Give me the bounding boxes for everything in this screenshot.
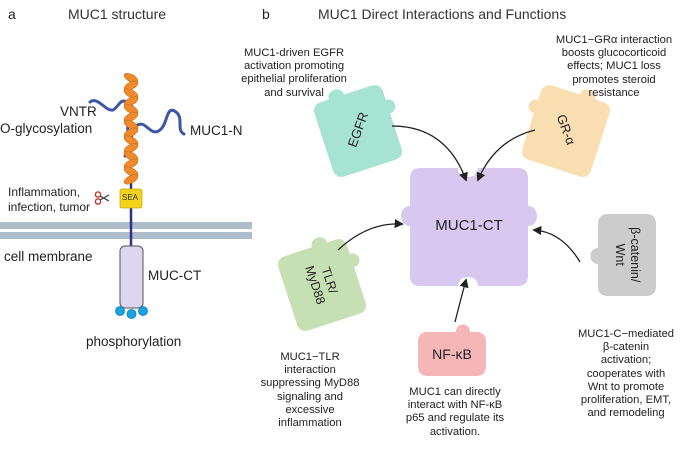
vntr-label: VNTR — [60, 104, 97, 119]
sea-domain — [119, 188, 143, 209]
arrow-egfr — [391, 125, 468, 182]
phospho-dot-3 — [138, 306, 148, 316]
helix-segment — [123, 166, 139, 177]
egfr-caption-line-4: and survival — [264, 86, 324, 99]
nfkb-caption-line-3: p65 and regulate its — [405, 412, 505, 425]
cytoplasmic-tail-box — [119, 245, 144, 309]
tlr-myd88-piece — [278, 237, 366, 331]
gr-alpha-caption: MUC1−GRα interaction boosts glucocortico… — [546, 34, 682, 100]
oglyco-label: O-glycosylation — [0, 121, 93, 136]
muc-ct-label: MUC-CT — [148, 268, 202, 283]
arrow-tlr — [337, 219, 404, 251]
scissors-icon — [94, 191, 110, 205]
phospho-dot-1 — [115, 306, 125, 316]
helix-segment — [123, 135, 139, 146]
beta-catenin-caption-line-7: and remodeling — [587, 407, 665, 420]
beta-catenin-caption-line-3: activation; — [600, 354, 652, 367]
beta-catenin-caption-line-6: proliferation, EMT, — [580, 394, 672, 407]
panel-b-title: MUC1 Direct Interactions and Functions — [318, 6, 567, 22]
arrow-nfkb — [454, 278, 469, 323]
muc1n-label: MUC1-N — [190, 123, 243, 138]
tlr-caption-line-3: suppressing MyD88 — [260, 377, 360, 390]
muc1-ct-puzzle — [401, 168, 537, 286]
membrane-layer-top — [0, 222, 252, 229]
gr-alpha-caption-line-3: effects; MUC1 loss — [567, 60, 661, 73]
arrow-beta-catenin — [532, 225, 581, 263]
egfr-piece — [314, 85, 402, 177]
panel-b-letter: b — [262, 6, 270, 22]
beta-catenin-label-line-1: β-catenin/ — [627, 227, 642, 283]
gr-alpha-caption-line-2: boosts glucocorticoid — [561, 47, 667, 60]
helix-segment — [123, 88, 139, 99]
tlr-caption-line-1: MUC1−TLR — [280, 351, 340, 363]
egfr-caption: MUC1-driven EGFR activation promoting ep… — [224, 47, 364, 100]
beta-catenin-caption-line-5: Wnt to promote — [587, 380, 665, 393]
beta-catenin-caption: MUC1-C−mediated β-catenin activation; co… — [570, 328, 682, 421]
beta-catenin-caption-line-2: β-catenin — [602, 341, 650, 354]
helix-segment — [123, 119, 139, 130]
nfkb-caption-line-1: MUC1 can directly — [409, 386, 501, 398]
tlr-caption-line-5: excessive — [285, 403, 335, 416]
helix-segment — [123, 96, 139, 107]
gr-alpha-caption-line-4: promotes steroid — [572, 73, 656, 86]
egfr-caption-line-3: epithelial proliferation — [241, 73, 347, 86]
panel-a-title: MUC1 structure — [68, 6, 167, 22]
membrane-layer-bottom — [0, 232, 252, 239]
helix-segment — [123, 72, 139, 84]
phosphorylation-label: phosphorylation — [86, 334, 182, 349]
cell-membrane-label: cell membrane — [4, 249, 93, 264]
gr-alpha-caption-line-5: resistance — [588, 86, 640, 99]
helix-segment — [123, 104, 139, 115]
arrow-gr-alpha — [476, 129, 536, 182]
egfr-caption-line-2: activation promoting — [243, 60, 345, 73]
helix-segment — [123, 111, 139, 123]
helix-segment — [123, 127, 139, 138]
infection-tumor-label: infection, tumor — [8, 200, 91, 214]
nfkb-label: NF-κB — [432, 346, 472, 362]
tlr-caption-line-4: signaling and — [277, 390, 343, 403]
vntr-helix — [123, 72, 139, 185]
beta-catenin-wnt-piece — [590, 214, 656, 296]
egfr-caption-line-1: MUC1-driven EGFR — [243, 47, 345, 59]
panel-a-letter: a — [8, 6, 16, 22]
helix-segment — [123, 143, 139, 154]
gr-alpha-piece — [522, 85, 610, 177]
nfkb-caption-line-4: activation. — [429, 425, 481, 438]
tlr-caption-line-2: interaction — [284, 364, 336, 377]
helix-segment — [123, 158, 139, 169]
beta-catenin-caption-line-4: cooperates with — [586, 367, 666, 380]
tlr-caption: MUC1−TLR interaction suppressing MyD88 s… — [250, 351, 370, 430]
beta-catenin-caption-line-1: MUC1-C−mediated — [577, 328, 675, 340]
gr-alpha-caption-line-1: MUC1−GRα interaction — [555, 34, 673, 46]
inflammation-label: Inflammation, — [8, 185, 81, 199]
phospho-dot-2 — [126, 309, 137, 319]
beta-catenin-label-line-2: Wnt — [613, 243, 627, 266]
sea-label: SEA — [122, 193, 139, 202]
beta-catenin-label: β-catenin/ Wnt — [612, 210, 642, 300]
helix-segment — [123, 150, 139, 162]
glycan-chain-right — [134, 108, 186, 136]
nfkb-piece — [418, 324, 486, 376]
tlr-caption-line-6: inflammation — [278, 417, 342, 430]
nfkb-caption-line-2: interact with NF-κB — [407, 399, 503, 412]
helix-segment — [123, 80, 139, 91]
nfkb-caption: MUC1 can directly interact with NF-κB p6… — [392, 386, 518, 439]
muc1-ct-label: MUC1-CT — [435, 217, 503, 234]
helix-segment — [123, 174, 139, 185]
